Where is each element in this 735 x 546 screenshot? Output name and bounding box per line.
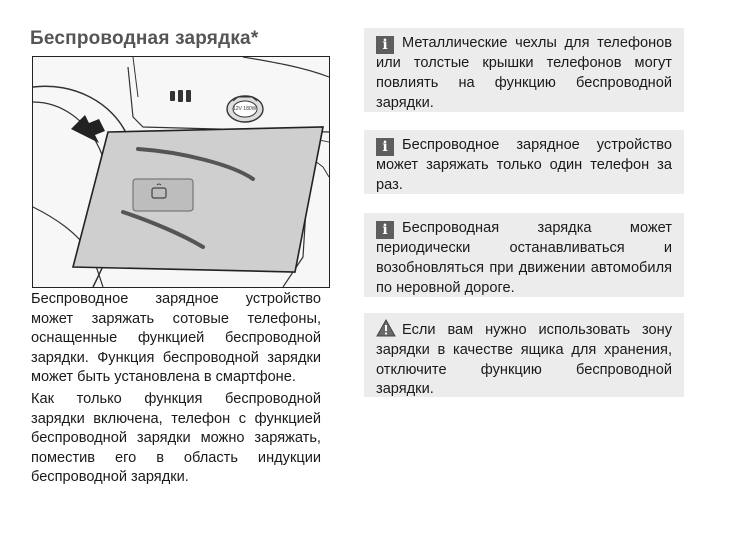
warning-icon xyxy=(376,319,396,337)
wireless-charging-illustration: 12V 180W xyxy=(32,56,330,288)
note-text: Беспроводная зарядка может периодически … xyxy=(376,220,672,296)
outlet-label: 12V 180W xyxy=(233,106,257,112)
note-text: Металлические чехлы для телефонов или то… xyxy=(376,35,672,111)
wireless-charging-icon xyxy=(132,178,194,212)
page-title: Беспроводная зарядка* xyxy=(30,28,259,49)
note-text: Беспроводное зарядное устройство может з… xyxy=(376,137,672,193)
arrow-icon xyxy=(71,115,105,143)
info-icon: i xyxy=(376,221,394,239)
body-paragraph-1: Беспроводное зарядное устройство может з… xyxy=(31,291,321,386)
note-storage-warning: Если вам нужно использовать зону зарядки… xyxy=(364,313,684,397)
power-outlet-icon xyxy=(226,95,264,123)
body-paragraph-2: Как только функция беспроводной зарядки … xyxy=(31,390,321,486)
usb-ports-icon xyxy=(170,90,191,102)
body-text: Беспроводное зарядное устройство может з… xyxy=(31,290,321,490)
note-text: Если вам нужно использовать зону зарядки… xyxy=(376,322,672,398)
info-icon: i xyxy=(376,36,394,54)
info-icon: i xyxy=(376,138,394,156)
